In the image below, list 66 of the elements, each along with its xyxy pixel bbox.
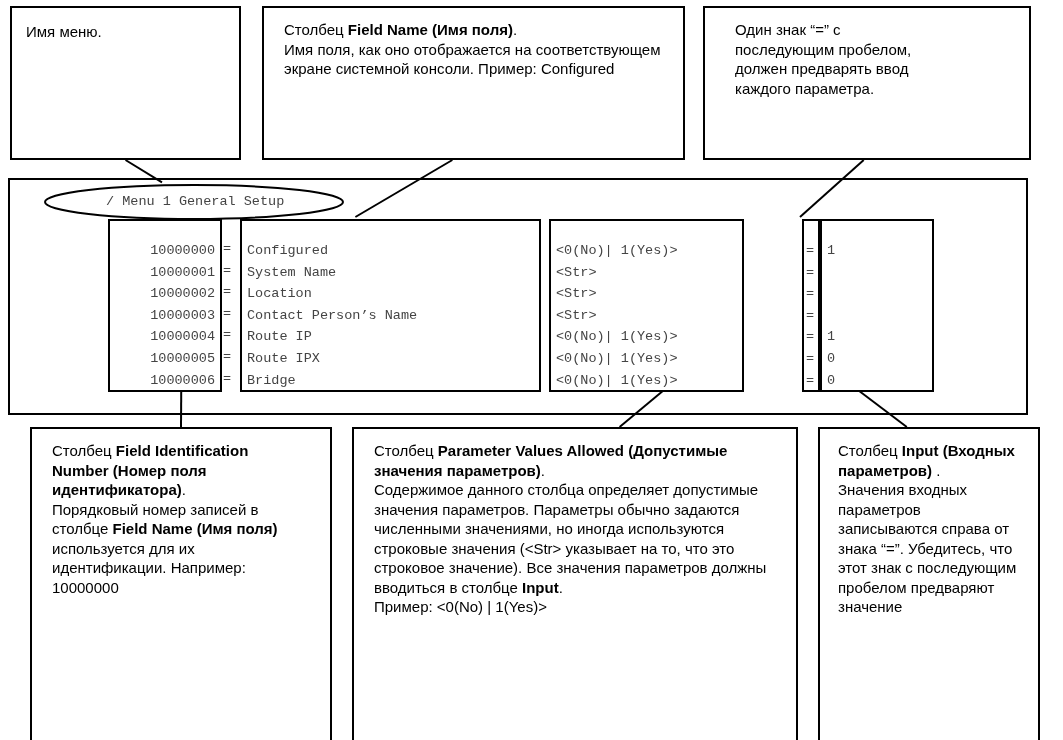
field-id-number: 10000001 bbox=[150, 264, 215, 281]
equals-sign: = bbox=[223, 284, 232, 301]
callout-box bbox=[262, 6, 685, 160]
callout-text: Порядковый номер записей в столбце Field Name (Имя поля) используется для их идентификации. Например: 10000000 bbox=[52, 499, 279, 597]
equals-sign: = bbox=[223, 262, 232, 279]
field-id-number: 10000003 bbox=[150, 307, 215, 324]
column-frame bbox=[240, 219, 541, 392]
callout-heading: Столбец Input (Входных параметров) . bbox=[838, 441, 1016, 480]
equals-sign: = bbox=[806, 307, 815, 324]
allowed-values: <Str> bbox=[556, 307, 597, 324]
column-frame bbox=[802, 219, 820, 392]
allowed-values: <Str> bbox=[556, 286, 597, 303]
equals-sign: = bbox=[806, 264, 815, 281]
callout-text: Один знак “=” с последующим пробелом, должен предварять ввод каждого параметра. bbox=[735, 20, 913, 98]
equals-sign: = bbox=[806, 351, 815, 367]
equals-sign: = bbox=[223, 349, 232, 365]
callout-text: Пример: <0(No) | 1(Yes)> bbox=[374, 597, 548, 617]
callout-text: Имя поля, как оно отображается на соответствующем экране системной консоли. Пример: Configured bbox=[284, 39, 661, 79]
field-id-number: 10000002 bbox=[150, 286, 215, 303]
equals-sign: = bbox=[806, 243, 815, 259]
callout-text: Имя меню. bbox=[26, 22, 103, 42]
callout-box bbox=[818, 427, 1040, 740]
equals-sign: = bbox=[806, 372, 815, 389]
input-value: 1 bbox=[827, 243, 836, 259]
field-name: Contact Person’s Name bbox=[247, 307, 418, 324]
callout-heading: Столбец Field Identification Number (Номер поля идентификатора). bbox=[52, 441, 250, 500]
input-value: 0 bbox=[827, 351, 836, 367]
field-name: Route IP bbox=[247, 329, 312, 346]
equals-sign: = bbox=[806, 329, 815, 346]
field-id-number: 10000004 bbox=[150, 329, 215, 346]
console-screen-panel bbox=[8, 178, 1028, 415]
field-id-number: 10000006 bbox=[150, 372, 215, 389]
callout-box bbox=[703, 6, 1031, 160]
field-name: Route IPX bbox=[247, 351, 320, 367]
input-value: 1 bbox=[827, 329, 836, 346]
leader-line bbox=[354, 159, 454, 218]
input-value: 0 bbox=[827, 372, 836, 389]
field-name: System Name bbox=[247, 264, 337, 281]
callout-heading: Столбец Field Name (Имя поля). bbox=[284, 20, 519, 40]
callout-text: Содержимое данного столбца определяет допустимые значения параметров. Параметры обычно задаются численными значениями, но иногда используются строковые значения (<Str> указывает на то, что это строковое значение). Все значения параметров должны вводиться в столбце Input. bbox=[374, 480, 768, 597]
equals-sign: = bbox=[223, 305, 232, 322]
column-frame bbox=[549, 219, 744, 392]
allowed-values: <0(No)| 1(Yes)> bbox=[556, 351, 678, 367]
field-name: Bridge bbox=[247, 372, 296, 389]
field-id-number: 10000000 bbox=[150, 243, 215, 259]
field-name: Configured bbox=[247, 243, 328, 259]
callout-box bbox=[10, 6, 241, 160]
leader-line bbox=[124, 159, 163, 184]
menu-title: / Menu 1 General Setup bbox=[106, 194, 285, 210]
allowed-values: <0(No)| 1(Yes)> bbox=[556, 329, 678, 346]
field-id-number: 10000005 bbox=[150, 351, 215, 367]
allowed-values: <Str> bbox=[556, 264, 597, 281]
allowed-values: <0(No)| 1(Yes)> bbox=[556, 372, 678, 389]
allowed-values: <0(No)| 1(Yes)> bbox=[556, 243, 678, 259]
equals-sign: = bbox=[806, 286, 815, 303]
leader-line bbox=[799, 159, 865, 218]
callout-box bbox=[352, 427, 798, 740]
equals-sign: = bbox=[223, 370, 232, 387]
field-name: Location bbox=[247, 286, 312, 303]
callout-heading: Столбец Parameter Values Allowed (Допустимые значения параметров). bbox=[374, 441, 729, 480]
callout-text: Значения входных параметров записываются справа от знака “=”. Убедитесь, что этот знак с последующим пробелом предваряют значение bbox=[838, 480, 1018, 617]
callout-box bbox=[30, 427, 332, 740]
column-frame bbox=[820, 219, 934, 392]
equals-sign: = bbox=[223, 241, 232, 257]
equals-sign: = bbox=[223, 327, 232, 344]
column-frame bbox=[108, 219, 222, 392]
